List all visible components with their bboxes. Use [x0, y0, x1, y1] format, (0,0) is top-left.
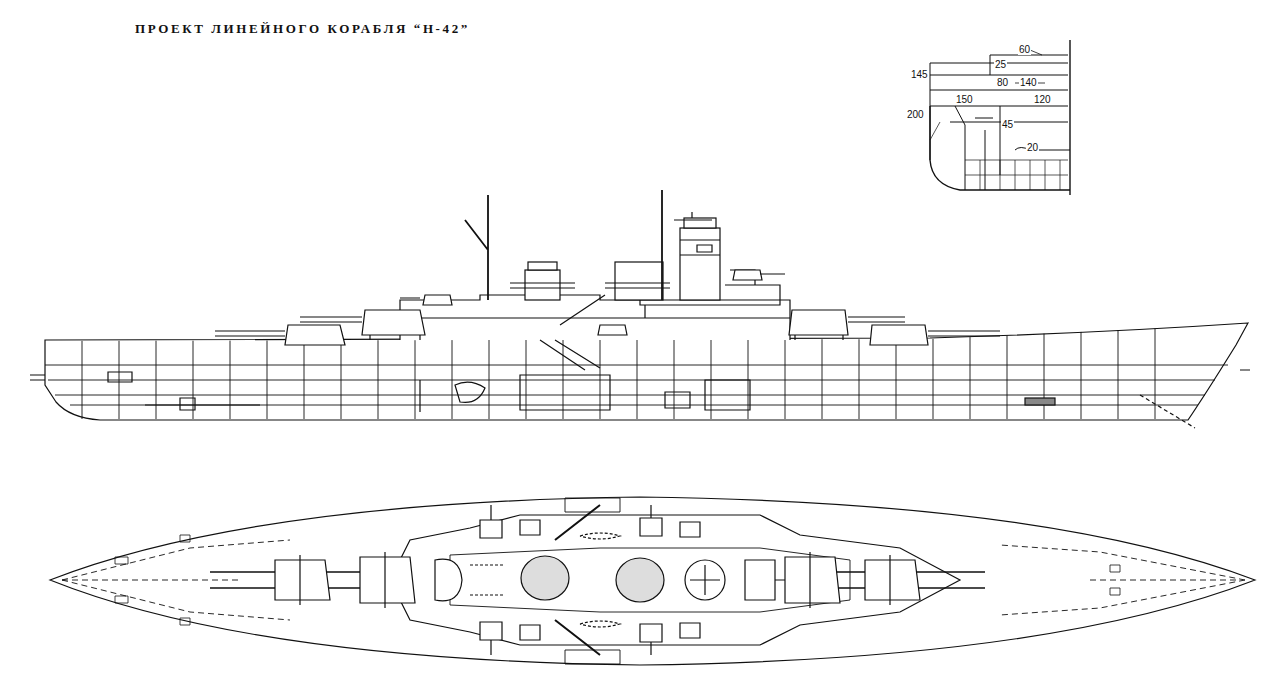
turret-rangefinder-arms — [300, 552, 890, 608]
superstructure-decks — [400, 300, 790, 318]
armor-thickness: 25 — [994, 60, 1007, 70]
armor-thickness: 145 — [910, 70, 929, 80]
fore-main-turrets — [789, 310, 1000, 345]
plan-view — [50, 497, 1255, 665]
aft-tower — [525, 270, 560, 300]
aft-rangefinder — [528, 262, 557, 270]
aft-main-turrets — [215, 310, 425, 345]
secondary-turrets-plan — [480, 505, 700, 655]
armor-thickness: 200 — [906, 110, 925, 120]
armor-thickness: 45 — [1001, 120, 1014, 130]
mid-tower-arms — [605, 283, 670, 288]
fore-funnel — [616, 558, 664, 602]
side-profile — [30, 190, 1250, 428]
fore-tower — [680, 228, 720, 300]
anchor-gear — [1140, 395, 1195, 428]
deck-outline — [50, 497, 1255, 665]
stern-details — [30, 370, 1250, 410]
drawing-title: ПРОЕКТ ЛИНЕЙНОГО КОРАБЛЯ “Н-42” — [135, 22, 470, 35]
aft-rangefinder-arms — [510, 283, 575, 288]
armor-section — [930, 40, 1070, 195]
mast — [465, 190, 662, 300]
mid-tower — [615, 262, 663, 300]
plan-cranes — [555, 505, 600, 655]
hull-waterlines — [45, 365, 1228, 405]
section-frame — [1069, 40, 1070, 195]
armor-thickness: 140 — [1019, 78, 1038, 88]
section-grid — [930, 122, 1068, 190]
section-hull — [930, 106, 1070, 190]
section-decks — [930, 55, 1068, 160]
boat-cranes — [540, 295, 605, 370]
hull-openings — [420, 375, 750, 412]
fore-tower-plan-detail — [690, 560, 800, 600]
armor-thickness: 120 — [1033, 95, 1052, 105]
armor-thickness: 80 — [996, 78, 1009, 88]
fore-tower-details — [674, 212, 780, 300]
main-turrets-plan — [275, 557, 920, 603]
section-belt — [955, 106, 1070, 190]
boat-stowage — [470, 533, 620, 627]
aft-control-plan — [435, 559, 462, 601]
armor-thickness: 150 — [955, 95, 974, 105]
aft-funnel — [521, 556, 569, 600]
secondary-turrets — [400, 270, 785, 335]
armor-thickness: 60 — [1018, 45, 1031, 55]
armor-thickness: 20 — [1026, 143, 1039, 153]
hull-opening — [1025, 398, 1055, 405]
